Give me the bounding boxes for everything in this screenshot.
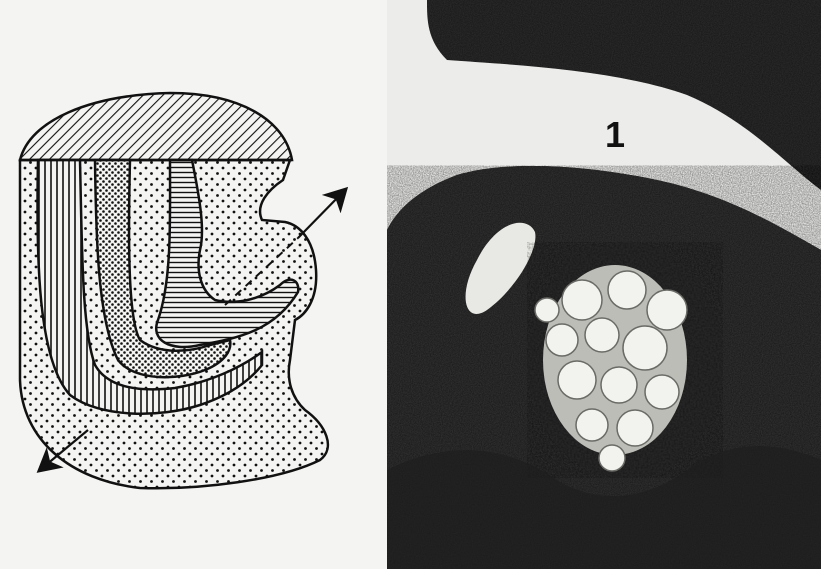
hatched-cap: [20, 93, 292, 160]
micrograph: 1: [387, 0, 821, 569]
schematic-diagram: [0, 0, 385, 569]
label-1: 1: [605, 114, 625, 155]
arrow-upper-right: [298, 190, 345, 238]
